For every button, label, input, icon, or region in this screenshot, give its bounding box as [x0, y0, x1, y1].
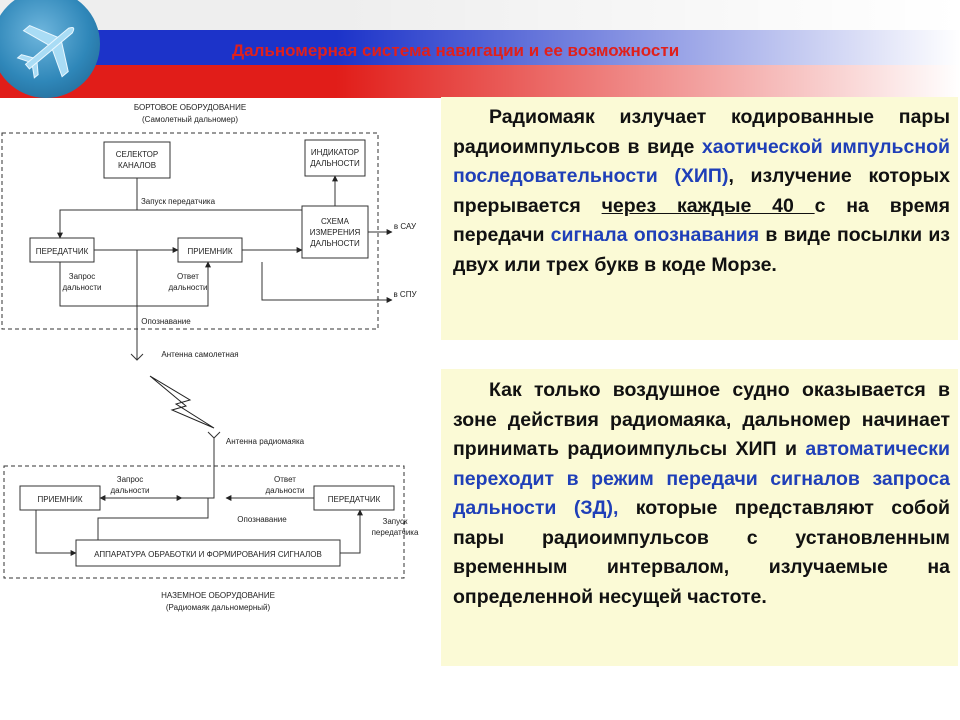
g-answer-label-1: Ответ [274, 475, 296, 484]
scheme-label-3: ДАЛЬНОСТИ [310, 239, 360, 248]
ground-subtitle: (Радиомаяк дальномерный) [166, 603, 271, 612]
radio-link-icon [149, 375, 215, 429]
g-tx-start-label-2: передатчика [372, 528, 419, 537]
g-transmitter-label: ПЕРЕДАТЧИК [328, 495, 381, 504]
selector-label-2: КАНАЛОВ [118, 161, 156, 170]
p2-mode-term: автоматически переходит в режим передачи… [453, 438, 950, 519]
p2-text-1: Как только воздушное судно оказывается в… [453, 379, 950, 460]
p1-text-1: Радиомаяк излучает кодированные пары рад… [453, 106, 950, 158]
answer-label-1: Ответ [177, 272, 199, 281]
aircraft-antenna-icon [130, 343, 144, 361]
ground-title: НАЗЕМНОЕ ОБОРУДОВАНИЕ [161, 591, 275, 600]
aircraft-description-panel: Как только воздушное судно оказывается в… [441, 369, 958, 666]
answer-label-2: дальности [169, 283, 208, 292]
airplane-icon [16, 25, 75, 79]
p1-hip-term: хаотической импульсной последовательност… [453, 135, 951, 188]
to-sau-label: в САУ [394, 222, 417, 231]
p2-text-2: которые представляют собой пары радиоимп… [453, 497, 950, 608]
g-tx-start-label-1: Запуск [382, 517, 408, 526]
request-label-2: дальности [63, 283, 102, 292]
g-identification-label: Опознавание [237, 515, 287, 524]
identification-label: Опознавание [141, 317, 191, 326]
block-diagram: БОРТОВОЕ ОБОРУДОВАНИЕ (Самолетный дально… [1, 103, 419, 612]
scheme-label-1: СХЕМА [321, 217, 350, 226]
p1-text-4: в виде посылки из двух или трех букв в к… [453, 224, 951, 276]
aircraft-antenna-label: Антенна самолетная [161, 350, 238, 359]
flag-banner [0, 0, 960, 98]
request-label-1: Запрос [69, 272, 96, 281]
transmitter-label: ПЕРЕДАТЧИК [36, 247, 89, 256]
beacon-antenna-icon [207, 431, 221, 490]
receiver-label: ПРИЕМНИК [187, 247, 232, 256]
g-request-label-1: Запрос [117, 475, 144, 484]
onboard-subtitle: (Самолетный дальномер) [142, 115, 238, 124]
p1-text-2: , излучение которых прерывается [453, 165, 950, 217]
indicator-label-1: ИНДИКАТОР [311, 148, 359, 157]
indicator-label-2: ДАЛЬНОСТИ [310, 159, 360, 168]
p1-text-3: с на время передачи [453, 194, 950, 247]
to-spu-label: в СПУ [393, 290, 417, 299]
ground-frame [3, 465, 405, 579]
beacon-description-panel: Радиомаяк излучает кодированные пары рад… [441, 97, 958, 340]
onboard-title: БОРТОВОЕ ОБОРУДОВАНИЕ [134, 103, 246, 112]
p1-interval: через каждые 40 [601, 194, 815, 217]
g-request-label-2: дальности [111, 486, 150, 495]
p1-ident-term: сигнала опознавания [550, 224, 760, 246]
g-receiver-label: ПРИЕМНИК [37, 495, 82, 504]
g-answer-label-2: дальности [266, 486, 305, 495]
processing-label: АППАРАТУРА ОБРАБОТКИ И ФОРМИРОВАНИЯ СИГН… [94, 550, 322, 559]
onboard-frame [1, 132, 379, 330]
selector-block [103, 141, 171, 179]
indicator-block [304, 139, 366, 177]
selector-label-1: СЕЛЕКТОР [116, 150, 158, 159]
slide-title: Дальномерная система навигации и ее возм… [232, 41, 680, 60]
beacon-antenna-label: Антенна радиомаяка [226, 437, 305, 446]
slide-header: Дальномерная система навигации и ее возм… [0, 0, 960, 98]
scheme-label-2: ИЗМЕРЕНИЯ [310, 228, 361, 237]
tx-start-label: Запуск передатчика [141, 197, 216, 206]
